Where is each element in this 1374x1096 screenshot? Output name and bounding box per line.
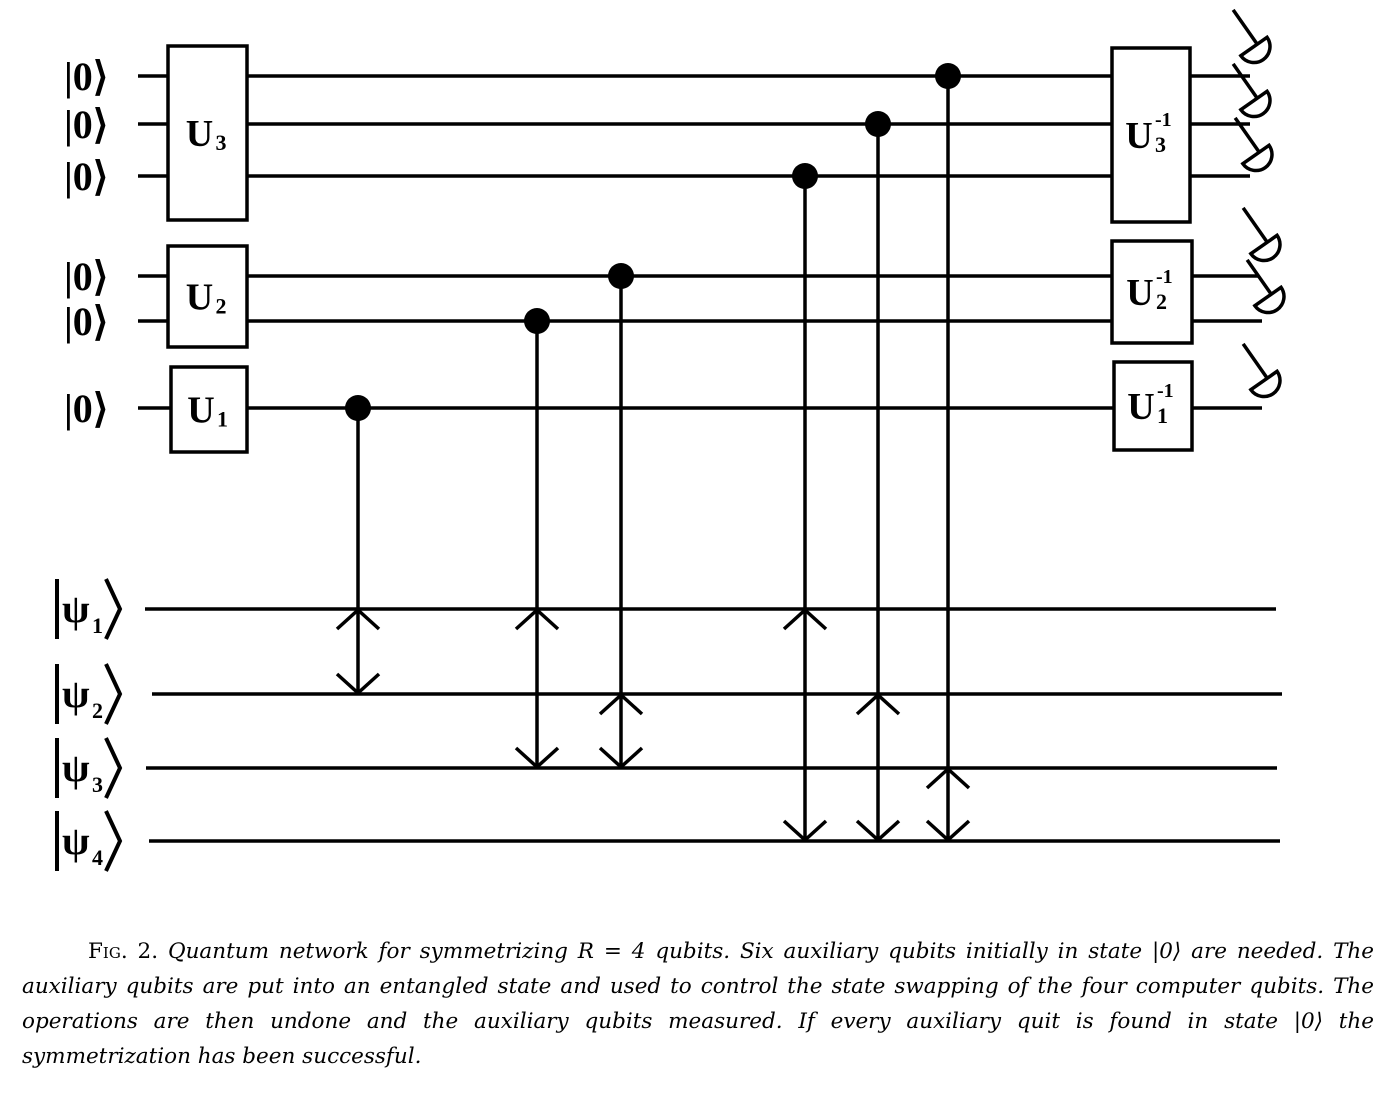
meter-dial	[1252, 284, 1286, 315]
ket-angle	[104, 810, 123, 872]
control-dot	[935, 63, 961, 89]
aux-input-label-1: |0⟩	[64, 54, 108, 99]
meter-needle	[1241, 342, 1269, 380]
gate-name: U	[1127, 386, 1154, 428]
psi-index: 2	[92, 698, 103, 723]
psi-symbol: ψ	[62, 745, 90, 790]
gate-subscript: 2	[216, 294, 227, 319]
psi-symbol: ψ	[62, 586, 90, 631]
gate-subscript: 1	[1157, 403, 1168, 428]
aux-input-label-3: |0⟩	[64, 154, 108, 199]
psi-index: 1	[92, 613, 103, 638]
swap-arrow-up	[514, 607, 560, 631]
meter-needle	[1241, 206, 1269, 244]
control-dot	[792, 163, 818, 189]
meter-needle	[1233, 116, 1261, 154]
aux-input-label-4: |0⟩	[64, 254, 108, 299]
gate-name: U	[1126, 272, 1153, 314]
meter-dial	[1238, 88, 1272, 119]
gate-box	[1110, 239, 1194, 345]
caption-text: Quantum network for symmetrizing R = 4 q…	[22, 939, 1374, 1069]
gate-box	[166, 244, 249, 349]
aux-input-label-2: |0⟩	[64, 102, 108, 147]
figure-caption: Fig. 2. Quantum network for symmetrizing…	[22, 934, 1374, 1074]
measurement-meter-5	[1245, 258, 1286, 315]
controlled-swap-4	[782, 163, 828, 843]
gate-box	[169, 365, 249, 454]
gate-box	[1110, 46, 1192, 224]
meter-needle	[1231, 62, 1259, 100]
gate-name: U	[186, 113, 213, 155]
gate-subscript: 3	[216, 130, 227, 155]
measurement-meter-1	[1231, 8, 1272, 65]
meter-dial	[1248, 232, 1282, 263]
gate-subscript: 2	[1156, 289, 1167, 314]
swap-arrow-up	[782, 607, 828, 631]
ket-angle	[104, 578, 123, 640]
swap-arrow-down	[598, 746, 644, 770]
measurement-meter-2	[1231, 62, 1272, 119]
swap-arrow-up	[925, 766, 971, 790]
gate-superscript: -1	[1156, 266, 1173, 288]
gate-name: U	[1125, 115, 1152, 157]
swap-arrow-up	[335, 607, 381, 631]
gate-subscript: 1	[217, 407, 228, 432]
meter-dial	[1248, 368, 1282, 399]
gate-box	[166, 44, 249, 222]
control-dot	[524, 308, 550, 334]
meter-needle	[1245, 258, 1273, 296]
control-dot	[608, 263, 634, 289]
swap-arrow-down	[855, 819, 901, 843]
swap-arrow-down	[782, 819, 828, 843]
gate-superscript: -1	[1157, 380, 1174, 402]
psi-symbol: ψ	[62, 818, 90, 863]
meter-dial	[1240, 142, 1274, 173]
gate-subscript: 3	[1155, 132, 1166, 157]
psi-symbol: ψ	[62, 671, 90, 716]
meter-needle	[1231, 8, 1259, 46]
swap-arrow-up	[855, 692, 901, 716]
ket-angle	[104, 663, 123, 725]
controlled-swap-1	[335, 395, 381, 696]
measurement-meter-3	[1233, 116, 1274, 173]
controlled-swap-2	[514, 308, 560, 770]
controlled-swap-6	[925, 63, 971, 843]
psi-index: 3	[92, 772, 103, 797]
swap-arrow-down	[925, 819, 971, 843]
figure-label: Fig. 2.	[88, 939, 159, 964]
gate-name: U	[187, 390, 214, 432]
gate-box	[1112, 360, 1194, 452]
controlled-swap-5	[855, 111, 901, 843]
swap-arrow-up	[598, 692, 644, 716]
gate-name: U	[186, 277, 213, 319]
measurement-meter-6	[1241, 342, 1282, 399]
swap-arrow-down	[335, 672, 381, 696]
ket-angle	[104, 737, 123, 799]
meter-dial	[1238, 34, 1272, 65]
swap-arrow-down	[514, 746, 560, 770]
control-dot	[865, 111, 891, 137]
psi-index: 4	[92, 845, 103, 870]
measurement-meter-4	[1241, 206, 1282, 263]
controlled-swap-3	[598, 263, 644, 770]
gate-superscript: -1	[1155, 109, 1172, 131]
control-dot	[345, 395, 371, 421]
aux-input-label-5: |0⟩	[64, 299, 108, 344]
aux-input-label-6: |0⟩	[64, 386, 108, 431]
